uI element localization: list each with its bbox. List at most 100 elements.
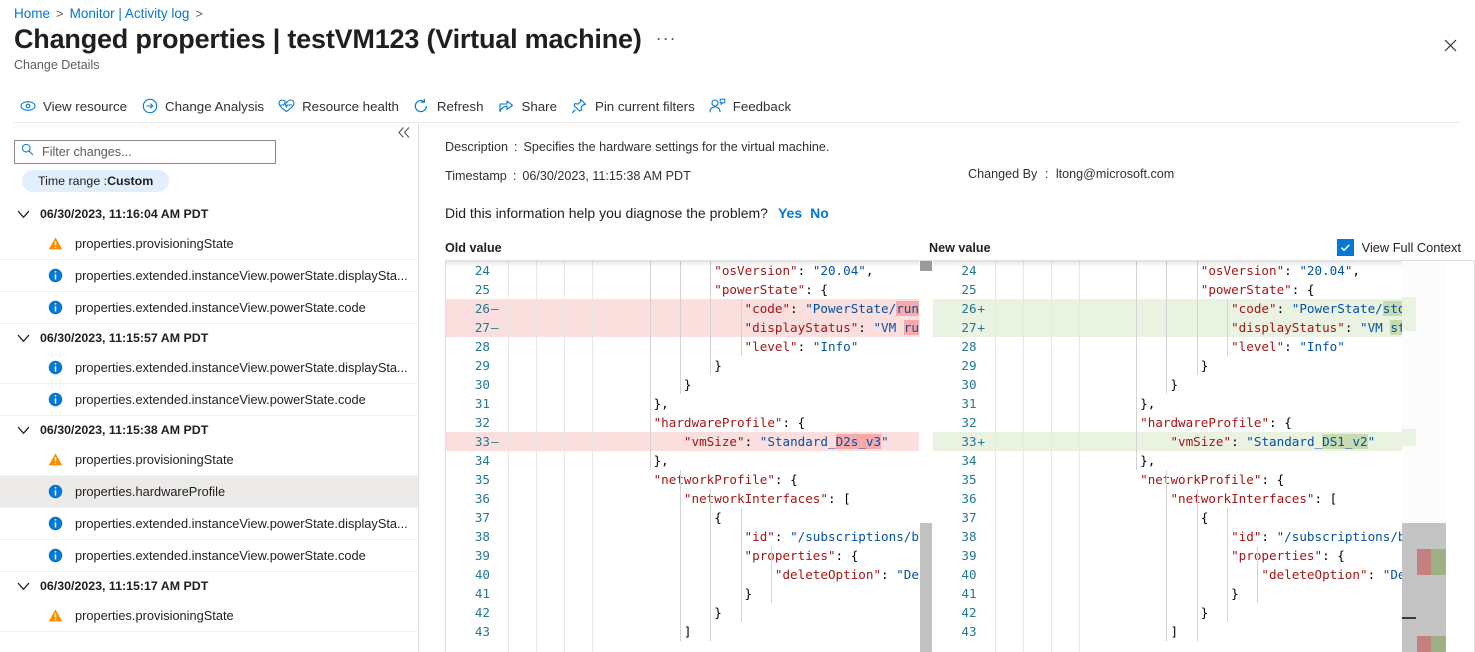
change-list-item[interactable]: properties.extended.instanceView.powerSt… — [0, 384, 418, 416]
feedback-no-link[interactable]: No — [810, 205, 829, 221]
diff-line-code: "networkInterfaces": [ — [1170, 491, 1338, 506]
change-group-header[interactable]: 06/30/2023, 11:15:38 AM PDT — [0, 416, 418, 444]
pane-divider — [418, 123, 419, 652]
diff-line: 38"id": "/subscriptions/b16ab8c1-fdbd-4 — [446, 527, 919, 546]
breadcrumb-item-home[interactable]: Home — [14, 6, 51, 21]
feedback-icon — [709, 98, 726, 115]
diff-line-code: "id": "/subscriptions/b16ab8c1-fdbd-4 — [744, 529, 919, 544]
change-list-item[interactable]: properties.extended.instanceView.powerSt… — [0, 540, 418, 572]
info-icon — [48, 484, 63, 499]
share-button[interactable]: Share — [492, 92, 565, 120]
refresh-button[interactable]: Refresh — [408, 92, 493, 120]
pin-current-filters-button[interactable]: Pin current filters — [566, 92, 704, 120]
diff-line: 27–"displayStatus": "VM running", — [446, 318, 919, 337]
time-range-label: Time range : — [38, 174, 108, 188]
change-group-header[interactable]: 06/30/2023, 11:15:57 AM PDT — [0, 324, 418, 352]
old-value-header: Old value — [445, 241, 502, 255]
change-list-item[interactable]: properties.provisioningState — [0, 228, 418, 260]
change-list-item[interactable]: properties.extended.instanceView.powerSt… — [0, 292, 418, 324]
diff-line-number: 37 — [961, 510, 977, 525]
minimap-slider[interactable] — [1402, 523, 1447, 652]
diff-gutter-separator — [592, 261, 593, 652]
change-list-item-label: properties.provisioningState — [75, 608, 234, 623]
diff-line: 40"deleteOption": "Detach" — [933, 565, 1402, 584]
diff-line: 36 "networkInterfaces": [ — [933, 489, 1403, 508]
old-pane-scroll-track-lower[interactable] — [919, 523, 932, 652]
diff-line-code: "code": "PowerState/running", — [745, 299, 919, 318]
new-code-lines: 24"osVersion": "20.04",25"powerState": {… — [932, 261, 1403, 652]
close-icon[interactable] — [1439, 34, 1461, 56]
diff-line-code: "networkInterfaces": [ — [683, 491, 851, 506]
change-group-header[interactable]: 06/30/2023, 11:16:04 AM PDT — [0, 200, 418, 228]
change-list-item[interactable]: properties.extended.instanceView.powerSt… — [0, 352, 418, 384]
view-full-context-toggle[interactable]: View Full Context — [1336, 239, 1461, 256]
view-full-context-checkbox[interactable] — [1336, 239, 1354, 256]
chevron-double-left-icon[interactable] — [394, 121, 414, 143]
diff-line-code: "vmSize": "Standard_DS1_v2" — [1170, 434, 1376, 449]
change-list-item-label: properties.provisioningState — [75, 236, 234, 251]
filter-changes-box[interactable] — [14, 140, 276, 164]
indent-guide — [679, 470, 681, 641]
diff-line: 35"networkProfile": { — [933, 470, 1403, 489]
description-row: Description : Specifies the hardware set… — [445, 138, 829, 157]
changes-list: 06/30/2023, 11:16:04 AM PDT properties.pr… — [0, 200, 418, 632]
diff-line: 34}, — [446, 451, 919, 470]
old-pane-scroll-thumb[interactable] — [919, 261, 932, 271]
change-list-item[interactable]: properties.provisioningState — [0, 600, 418, 632]
breadcrumb-item-monitor-activity-log[interactable]: Monitor | Activity log — [69, 6, 190, 21]
diff-minimap[interactable] — [1402, 261, 1447, 652]
diff-line-number: 30 — [474, 377, 490, 392]
more-options-button[interactable]: ··· — [655, 28, 677, 48]
diff-line: 29} — [933, 356, 1403, 375]
view-resource-button[interactable]: View resource — [14, 92, 136, 120]
description-label: Description — [445, 140, 508, 154]
diff-line-code: "level": "Info" — [744, 339, 859, 354]
diff-line: 35"networkProfile": { — [446, 470, 919, 489]
diff-line-code: "osVersion": "20.04", — [1200, 263, 1361, 278]
change-group-timestamp: 06/30/2023, 11:15:57 AM PDT — [40, 331, 209, 345]
resource-health-label: Resource health — [302, 98, 399, 114]
refresh-label: Refresh — [436, 98, 484, 114]
diff-gutter-separator — [1078, 261, 1080, 652]
diff-line: 31}, — [446, 394, 919, 413]
old-pane-scrollbar[interactable] — [918, 261, 933, 652]
chevron-down-icon — [16, 423, 30, 437]
resource-health-button[interactable]: Resource health — [273, 92, 408, 120]
change-group-timestamp: 06/30/2023, 11:16:04 AM PDT — [40, 207, 209, 221]
change-list-item[interactable]: properties.extended.instanceView.powerSt… — [0, 508, 418, 540]
info-icon — [48, 392, 63, 407]
diff-line: 41} — [446, 584, 919, 603]
change-analysis-icon — [141, 98, 158, 115]
diff-line-number: 40 — [961, 567, 977, 582]
change-analysis-button[interactable]: Change Analysis — [136, 92, 273, 120]
diff-line: 24"osVersion": "20.04", — [446, 261, 919, 280]
diff-line-number: 34 — [961, 453, 977, 468]
diff-line: 33–"vmSize": "Standard_D2s_v3" — [446, 432, 919, 451]
diff-line: 37{ — [446, 508, 919, 527]
indent-guide — [1257, 546, 1259, 603]
diff-line: 39"properties": { — [446, 546, 919, 565]
feedback-button[interactable]: Feedback — [704, 92, 800, 120]
change-group-header[interactable]: 06/30/2023, 11:15:17 AM PDT — [0, 572, 418, 600]
change-list-item[interactable]: properties.hardwareProfile — [0, 476, 418, 508]
diff-line-number: 39 — [474, 548, 490, 563]
diff-pane-new[interactable]: 24"osVersion": "20.04",25"powerState": {… — [932, 261, 1403, 652]
command-bar: View resource Change Analysis Resource h… — [0, 90, 1475, 122]
change-list-item[interactable]: properties.provisioningState — [0, 444, 418, 476]
diff-line-number: 36 — [961, 491, 977, 506]
search-input[interactable] — [40, 144, 269, 160]
diff-line-code: }, — [653, 453, 669, 468]
diff-line-number: 26 — [474, 301, 490, 316]
time-range-filter-pill[interactable]: Time range : Custom — [22, 170, 170, 192]
indent-guide — [1227, 299, 1229, 356]
diff-pane-old[interactable]: 24"osVersion": "20.04",25"powerState": {… — [446, 261, 919, 652]
feedback-yes-link[interactable]: Yes — [777, 205, 803, 221]
diff-line-number: 24 — [474, 263, 490, 278]
pin-current-filters-label: Pin current filters — [594, 98, 695, 114]
indent-guide — [1196, 261, 1198, 375]
refresh-icon — [413, 98, 430, 115]
diff-line: 28"level": "Info" — [933, 337, 1403, 356]
change-list-item[interactable]: properties.extended.instanceView.powerSt… — [0, 260, 418, 292]
new-pane-scrollbar[interactable] — [1446, 261, 1474, 652]
indent-guide — [770, 546, 772, 603]
